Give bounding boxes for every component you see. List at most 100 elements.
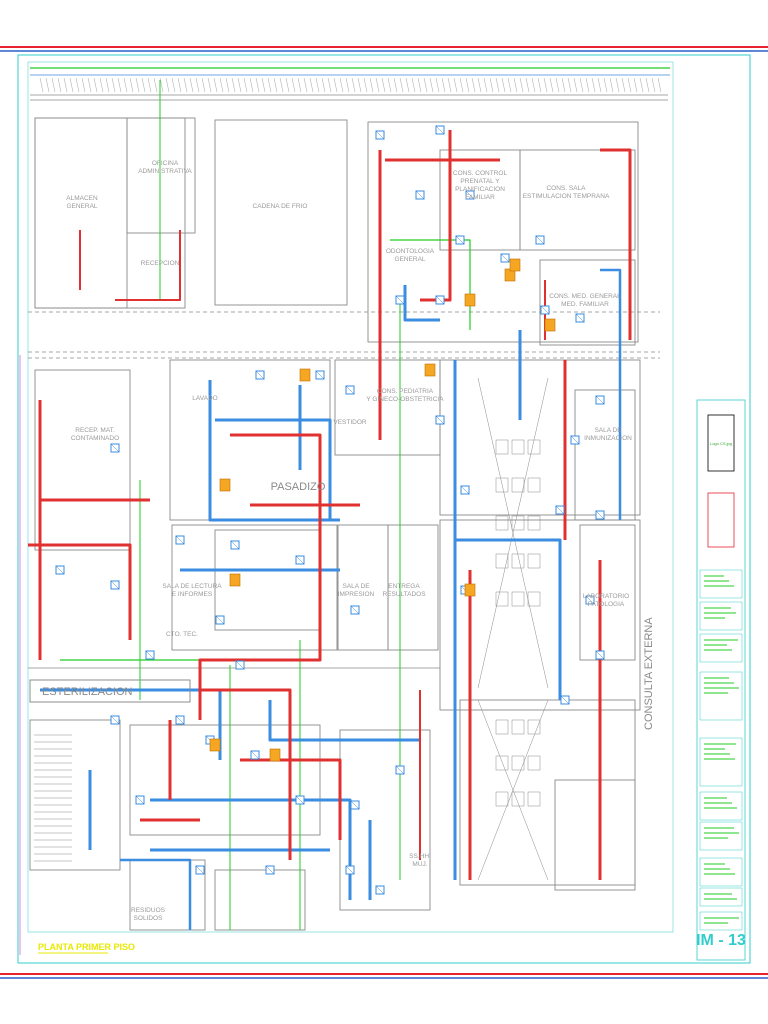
hatch-mark bbox=[339, 77, 344, 93]
air-diffuser-mark bbox=[215, 615, 225, 625]
wall-outline bbox=[439, 359, 641, 516]
title-block-cell bbox=[699, 887, 743, 907]
logo-frame bbox=[707, 414, 735, 472]
duct-supply bbox=[215, 418, 332, 520]
air-diffuser-mark bbox=[435, 295, 445, 305]
air-diffuser-mark bbox=[255, 370, 265, 380]
room-label-control: CONS. CONTROL bbox=[453, 170, 508, 177]
hatch-mark bbox=[501, 77, 506, 93]
hatch-mark bbox=[93, 77, 98, 93]
seat-block bbox=[527, 591, 541, 607]
hatch-mark bbox=[111, 77, 116, 93]
title-block-cell bbox=[699, 791, 743, 821]
consulta-externa-label: CONSULTA EXTERNA bbox=[643, 617, 655, 730]
fan-coil-unit bbox=[509, 258, 521, 272]
hatch-mark bbox=[435, 77, 440, 93]
air-diffuser-mark bbox=[595, 510, 605, 520]
plan-title: PLANTA PRIMER PISO bbox=[38, 942, 135, 952]
room-label-cadena: CADENA DE FRIO bbox=[253, 203, 308, 210]
air-diffuser-mark bbox=[175, 715, 185, 725]
room-label-recep-mat: RECEP. MAT. bbox=[75, 427, 115, 434]
hatch-mark bbox=[513, 77, 518, 93]
seat-block bbox=[511, 791, 525, 807]
duct-return bbox=[600, 148, 632, 340]
hatch-mark bbox=[471, 77, 476, 93]
seat-block bbox=[495, 719, 509, 735]
wall-outline bbox=[334, 359, 441, 456]
air-diffuser-mark bbox=[555, 505, 565, 515]
air-diffuser-mark bbox=[535, 235, 545, 245]
duct-return bbox=[198, 433, 322, 720]
room-label-lectura: SALA DE LECTURA bbox=[162, 583, 222, 590]
hatch-mark bbox=[297, 77, 302, 93]
hatch-mark bbox=[369, 77, 374, 93]
hatch-mark bbox=[255, 77, 260, 93]
room-label-oficina: ADMINISTRATIVA bbox=[138, 168, 192, 175]
title-block-cell bbox=[699, 633, 743, 663]
wall-outline bbox=[34, 117, 186, 309]
hatch-mark bbox=[561, 77, 566, 93]
hatch-mark bbox=[327, 77, 332, 93]
hatch-mark bbox=[615, 77, 620, 93]
air-diffuser-mark bbox=[575, 313, 585, 323]
fan-coil-unit bbox=[229, 573, 241, 587]
hatch-mark bbox=[273, 77, 278, 93]
air-diffuser-mark bbox=[435, 125, 445, 135]
hatch-mark bbox=[213, 77, 218, 93]
seat-block bbox=[527, 791, 541, 807]
room-label-lavado: LAVADO bbox=[192, 395, 217, 402]
hatch-mark bbox=[249, 77, 254, 93]
esterilizacion-band bbox=[29, 679, 191, 703]
hatch-mark bbox=[405, 77, 410, 93]
hatch-mark bbox=[603, 77, 608, 93]
wall-outline bbox=[214, 869, 306, 931]
hatch-mark bbox=[75, 77, 80, 93]
seat-block bbox=[511, 477, 525, 493]
seat-block bbox=[495, 477, 509, 493]
air-diffuser-mark bbox=[435, 415, 445, 425]
hatch-mark bbox=[627, 77, 632, 93]
hatch-mark bbox=[591, 77, 596, 93]
hatch-mark bbox=[483, 77, 488, 93]
hatch-mark bbox=[429, 77, 434, 93]
hatch-mark bbox=[243, 77, 248, 93]
hatch-mark bbox=[651, 77, 656, 93]
hatch-mark bbox=[195, 77, 200, 93]
wall-outline bbox=[126, 117, 196, 234]
seat-block bbox=[527, 515, 541, 531]
cross-line bbox=[477, 377, 549, 689]
room-label-estimulacion: ESTIMULACION TEMPRANA bbox=[523, 193, 610, 200]
hatch-mark bbox=[333, 77, 338, 93]
hatch-mark bbox=[225, 77, 230, 93]
hatch-mark bbox=[363, 77, 368, 93]
hatch-mark bbox=[447, 77, 452, 93]
sheet-number: IM - 13 bbox=[696, 932, 746, 949]
air-diffuser-mark bbox=[235, 660, 245, 670]
hatch-mark bbox=[351, 77, 356, 93]
room-label-impresion: SALA DE bbox=[342, 583, 370, 590]
fan-coil-unit bbox=[299, 368, 311, 382]
hatch-mark bbox=[207, 77, 212, 93]
room-label-impresion: IMPRESION bbox=[338, 591, 375, 598]
room-label-control: FAMILIAR bbox=[465, 194, 495, 201]
air-diffuser-mark bbox=[500, 253, 510, 263]
air-diffuser-mark bbox=[595, 395, 605, 405]
air-diffuser-mark bbox=[395, 295, 405, 305]
duct-supply bbox=[120, 858, 192, 930]
wall-outline bbox=[169, 359, 331, 521]
air-diffuser-mark bbox=[135, 795, 145, 805]
hatch-mark bbox=[147, 77, 152, 93]
ductwork bbox=[19, 67, 670, 955]
room-label-cto-tec: CTO. TEC. bbox=[166, 631, 198, 638]
seat-block bbox=[527, 755, 541, 771]
room-label-esterilizacion: ESTERILIZACION bbox=[42, 686, 133, 698]
air-diffuser-mark bbox=[110, 715, 120, 725]
air-diffuser-mark bbox=[570, 435, 580, 445]
room-label-almacen: GENERAL bbox=[66, 203, 97, 210]
room-label-ss-hh: SS.HH. bbox=[409, 853, 431, 860]
air-diffuser-mark bbox=[295, 555, 305, 565]
room-label-medfam: MED. FAMILIAR bbox=[561, 301, 609, 308]
room-label-recep-mat: CONTAMINADO bbox=[71, 435, 119, 442]
hatch-mark bbox=[231, 77, 236, 93]
air-diffuser-mark bbox=[145, 650, 155, 660]
